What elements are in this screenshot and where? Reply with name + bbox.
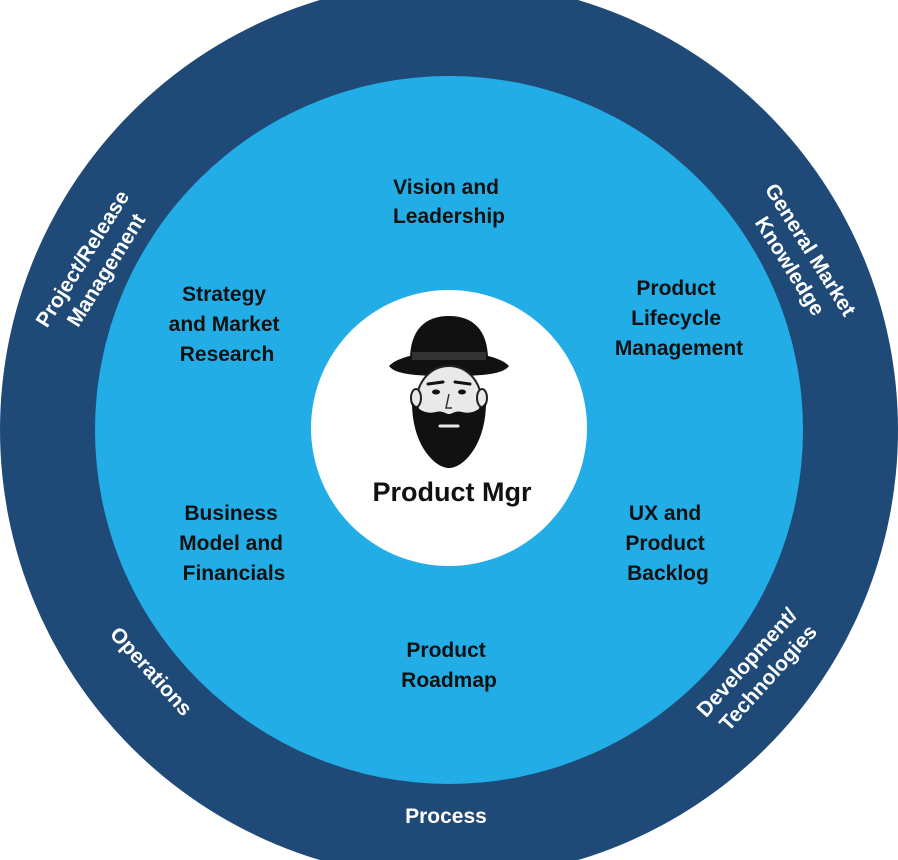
inner-label-line: Financials [183, 562, 286, 585]
inner-label-line: Product [636, 277, 715, 300]
inner-label-line: Research [180, 343, 275, 366]
inner-label-ux: UX and Product Backlog [625, 502, 710, 585]
outer-label-process: Process [405, 805, 487, 828]
inner-label-line: and Market [169, 313, 280, 336]
center-label: Product Mgr [373, 477, 532, 507]
inner-label-line: Product [625, 532, 704, 555]
inner-label-business: Business Model and Financials [179, 502, 289, 585]
inner-label-line: Model and [179, 532, 283, 555]
inner-label-line: Backlog [627, 562, 709, 585]
bearded-man-hat-icon [389, 316, 509, 468]
inner-label-line: Lifecycle [631, 307, 721, 330]
inner-label-line: UX and [629, 502, 701, 525]
inner-label-vision: Vision and Leadership [393, 176, 505, 228]
inner-label-line: Roadmap [401, 669, 497, 692]
inner-label-lifecycle: Product Lifecycle Management [615, 277, 743, 360]
inner-label-roadmap: Product Roadmap [401, 639, 497, 692]
inner-label-line: Business [184, 502, 277, 525]
inner-label-line: Leadership [393, 205, 505, 228]
inner-label-line: Management [615, 337, 743, 360]
inner-label-strategy: Strategy and Market Research [169, 283, 286, 366]
inner-label-line: Strategy [182, 283, 266, 306]
inner-label-line: Vision and [393, 176, 499, 199]
inner-label-line: Product [406, 639, 485, 662]
